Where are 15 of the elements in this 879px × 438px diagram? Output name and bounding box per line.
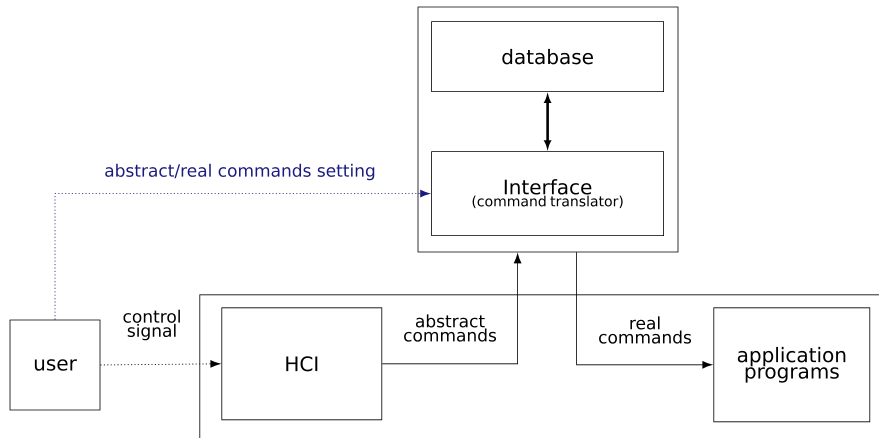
arrow	[54, 190, 430, 320]
arrow	[576, 252, 712, 368]
process-box: application programs	[713, 307, 870, 422]
system-frame	[199, 294, 879, 438]
frame-box	[418, 6, 678, 252]
edge-label: abstract commands	[392, 313, 508, 343]
edge-label: control signal	[111, 308, 193, 342]
arrow	[100, 360, 220, 368]
process-box: Interface (command translator)	[431, 151, 664, 236]
edge-label: real commands	[594, 315, 696, 345]
process-box: HCI	[221, 307, 382, 420]
process-box: user	[10, 320, 100, 410]
process-box: database	[431, 21, 664, 92]
arrow	[382, 254, 522, 364]
edge-label: abstract/real commands setting	[103, 162, 377, 182]
